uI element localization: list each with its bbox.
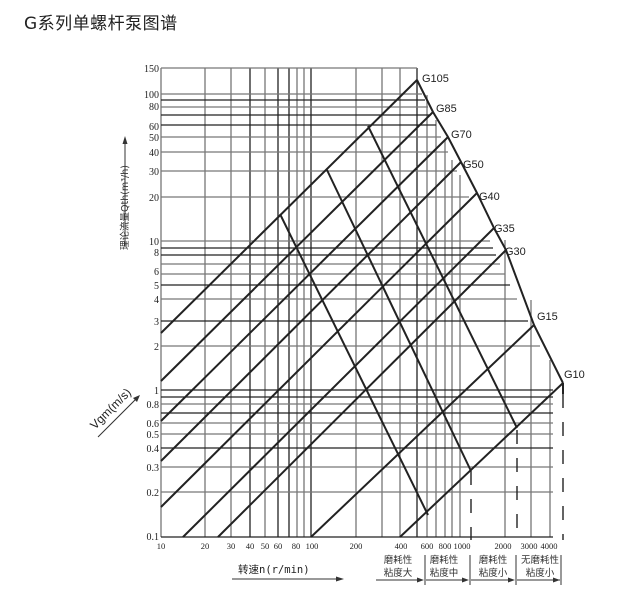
svg-text:50: 50 [149,133,159,144]
svg-text:2: 2 [154,342,159,353]
svg-text:3: 3 [154,317,159,328]
svg-text:150: 150 [144,64,159,75]
svg-text:30: 30 [227,541,236,551]
svg-text:G40: G40 [479,191,500,203]
svg-text:磨耗性: 磨耗性 [479,554,508,566]
svg-text:G85: G85 [436,103,457,115]
svg-text:G105: G105 [422,73,449,85]
svg-text:100: 100 [144,90,159,101]
x-ticks: 10 20 30 40 50 60 80 100 200 400 600 800… [157,541,558,551]
svg-text:60: 60 [149,122,159,133]
svg-text:磨耗性: 磨耗性 [384,554,413,566]
svg-text:0.2: 0.2 [147,488,160,499]
svg-text:G35: G35 [494,223,515,235]
svg-text:80: 80 [149,102,159,113]
svg-text:0.5: 0.5 [147,430,160,441]
svg-text:50: 50 [261,541,270,551]
svg-text:6: 6 [154,267,159,278]
svg-text:100: 100 [306,541,319,551]
dashed-limits [470,394,564,540]
svg-text:无磨耗性: 无磨耗性 [521,554,560,566]
svg-text:G10: G10 [564,369,585,381]
svg-text:磨耗性: 磨耗性 [430,554,459,566]
series-g30 [217,249,507,538]
svg-text:20: 20 [149,193,159,204]
zone-arrows [376,555,562,585]
series-g105 [160,79,418,334]
velocity-lines [279,125,518,516]
svg-text:G70: G70 [451,129,472,141]
series-g40 [160,192,478,508]
svg-text:G50: G50 [463,159,484,171]
svg-text:粘度小: 粘度小 [479,567,508,579]
svg-text:G15: G15 [537,311,558,323]
svg-text:200: 200 [350,541,363,551]
svg-text:4000: 4000 [541,541,558,551]
svg-text:5: 5 [154,281,159,292]
svg-text:2000: 2000 [495,541,512,551]
series-g70 [160,136,449,422]
series-lines [160,79,564,538]
svg-text:40: 40 [246,541,255,551]
svg-text:0.6: 0.6 [147,419,160,430]
svg-text:G30: G30 [505,246,526,258]
svg-text:3000: 3000 [521,541,538,551]
svg-text:粘度小: 粘度小 [526,567,555,579]
svg-text:0.3: 0.3 [147,463,160,474]
chart-title: G系列单螺杆泵图谱 [24,14,178,34]
zone-labels: 磨耗性 粘度大 磨耗性 粘度中 磨耗性 粘度小 无磨耗性 粘度小 [384,554,560,579]
svg-text:20: 20 [201,541,210,551]
svg-text:粘度大: 粘度大 [384,567,413,579]
x-axis-label: 转速n(r/min) [238,563,310,576]
series-g10 [399,382,564,538]
series-g15 [310,324,535,538]
svg-text:粘度中: 粘度中 [430,567,459,579]
svg-text:30: 30 [149,167,159,178]
svg-text:10: 10 [157,541,166,551]
svg-text:40: 40 [149,148,159,159]
series-g35 [182,227,495,538]
y-ticks: 150 100 80 60 50 40 30 20 10 8 6 5 4 3 2… [144,64,159,543]
svg-text:0.4: 0.4 [147,444,160,455]
svg-text:80: 80 [292,541,301,551]
svg-text:1000: 1000 [454,541,471,551]
svg-text:60: 60 [274,541,283,551]
svg-text:1: 1 [154,386,159,397]
series-labels: G105 G85 G70 G50 G40 G35 G30 G15 G10 [422,73,585,381]
svg-text:400: 400 [395,541,408,551]
svg-text:800: 800 [439,541,452,551]
svg-text:4: 4 [154,295,159,306]
svg-text:0.8: 0.8 [147,400,160,411]
svg-text:0.1: 0.1 [147,532,160,543]
svg-text:8: 8 [154,248,159,259]
svg-text:10: 10 [149,237,159,248]
svg-text:600: 600 [421,541,434,551]
